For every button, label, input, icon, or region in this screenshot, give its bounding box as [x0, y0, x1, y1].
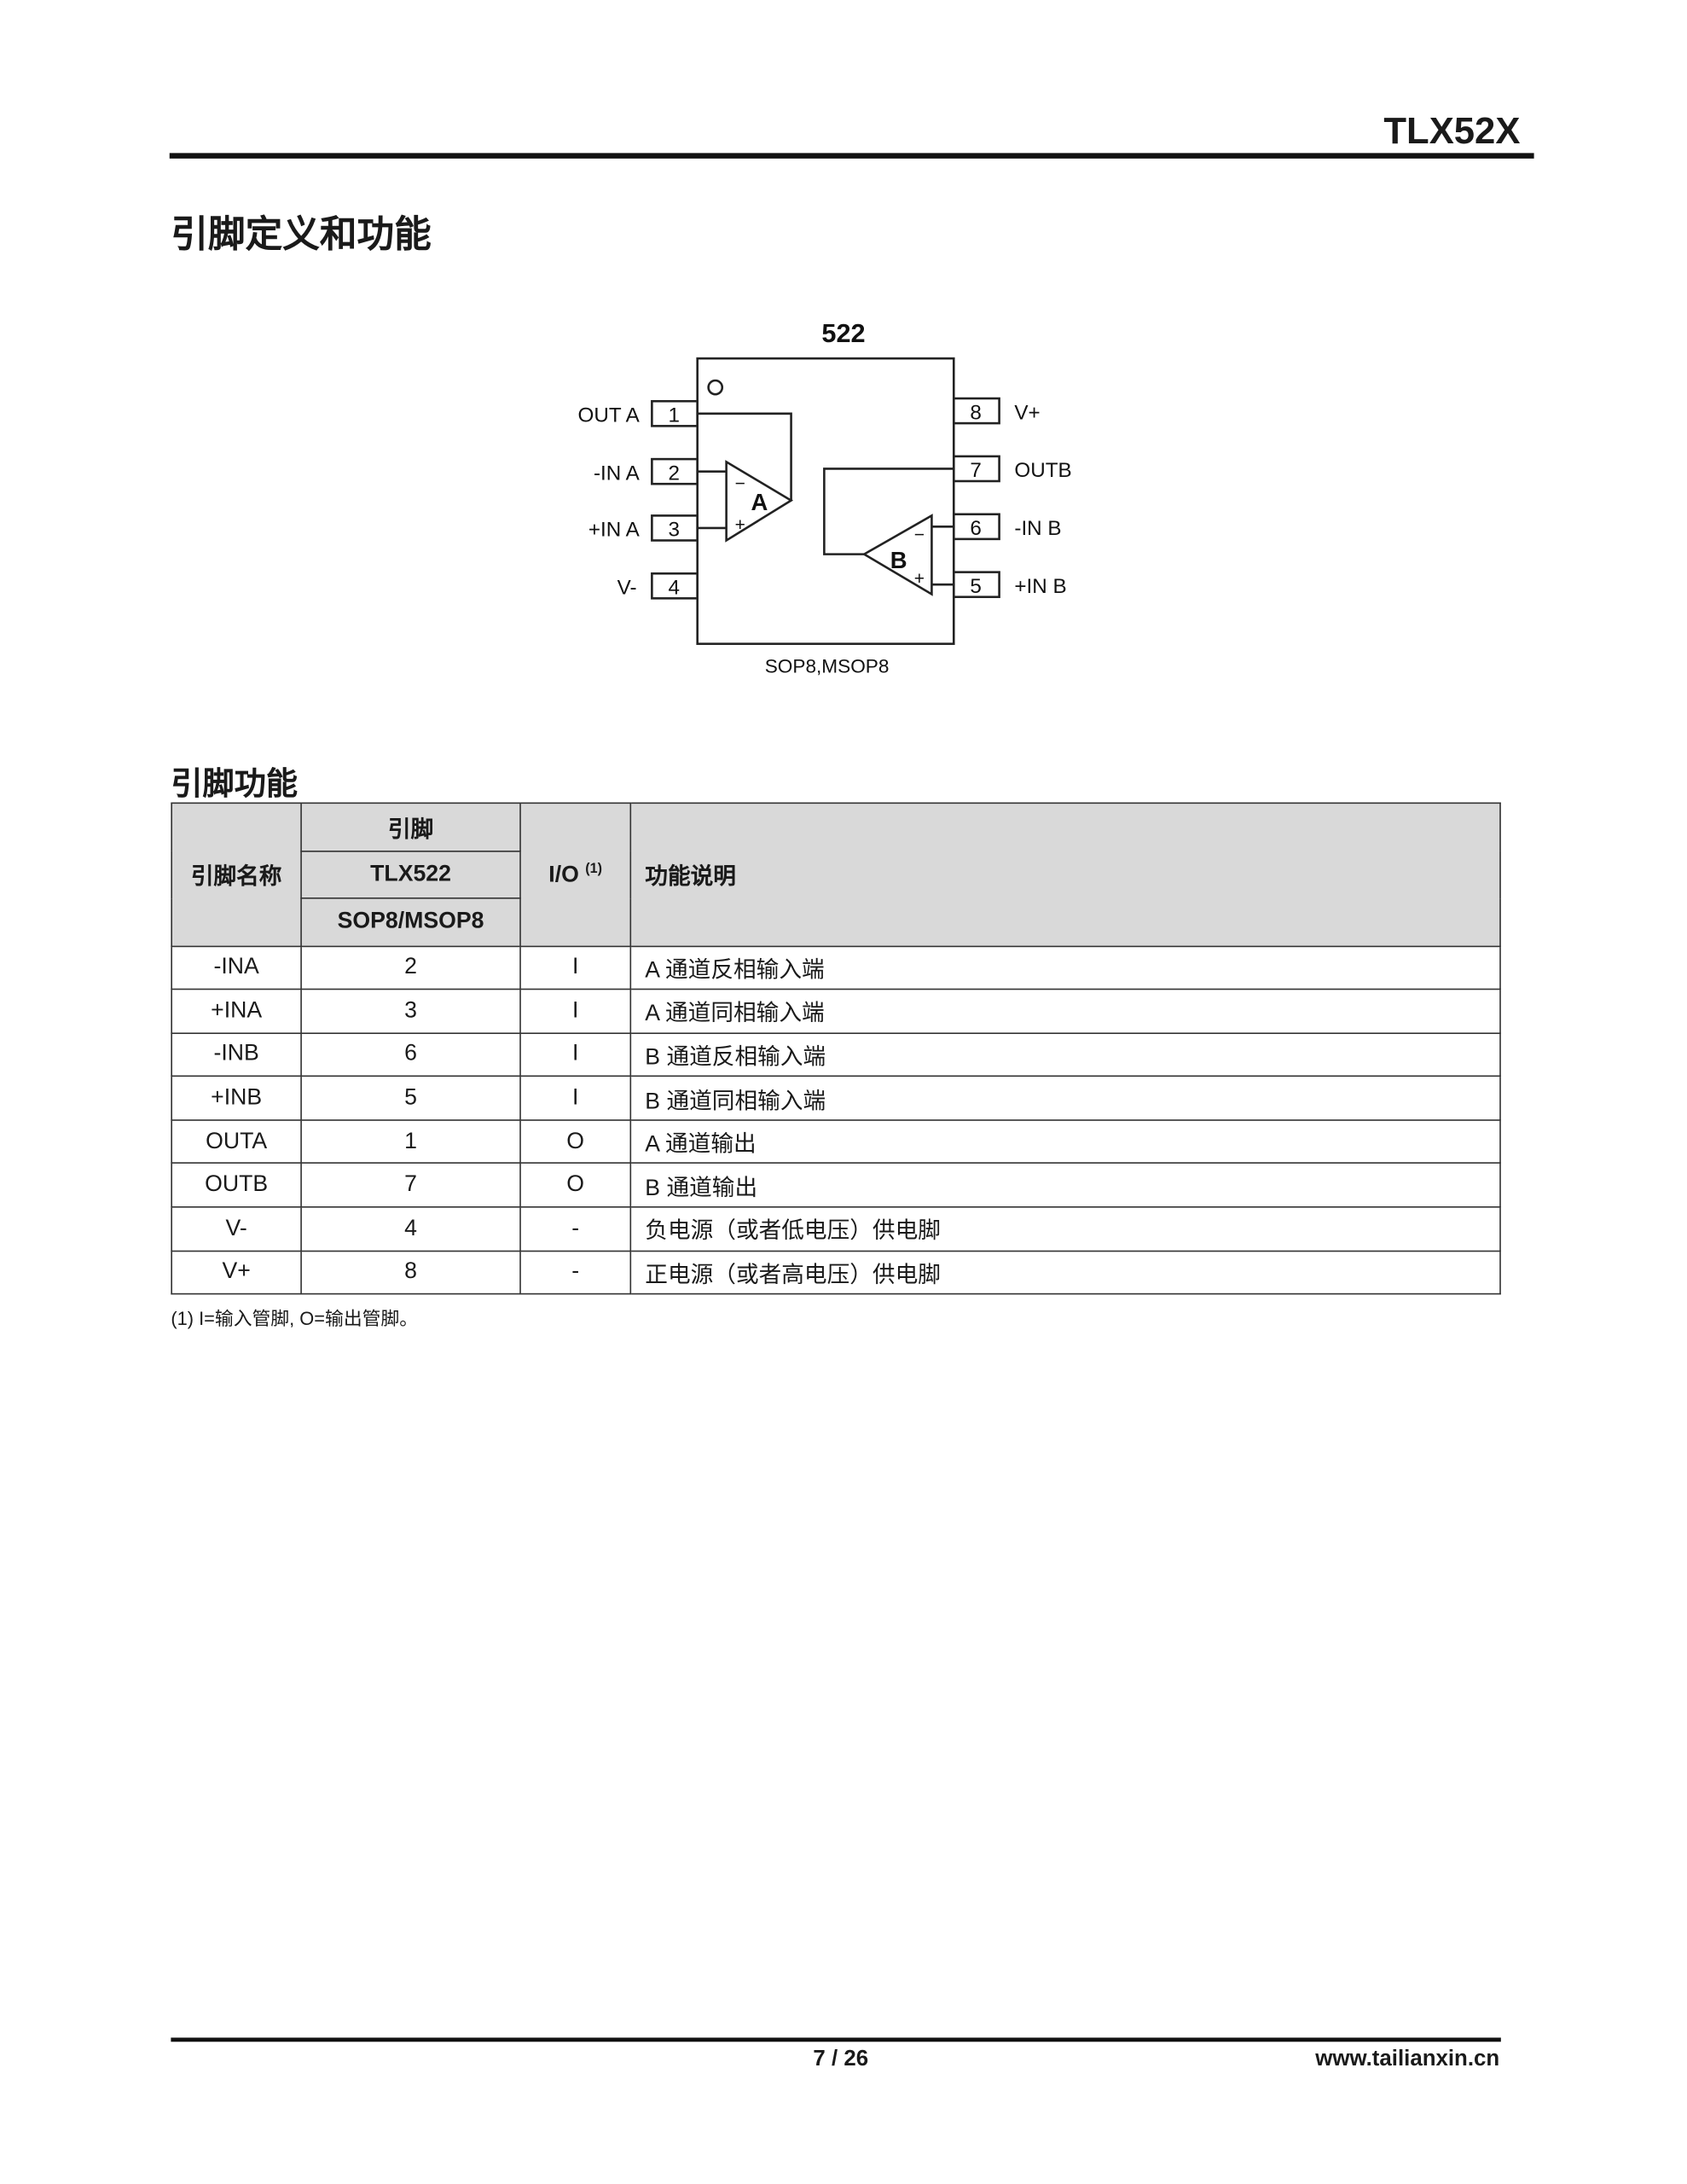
right-pins: 8 7 6 5 V+ OUTB -IN B +IN B	[952, 397, 1072, 599]
pin1-marker-icon	[707, 379, 724, 396]
io-cell: I	[519, 1031, 632, 1077]
description-cell: 正电源（或者高电压）供电脚	[629, 1250, 1501, 1295]
pin-label: OUTB	[1014, 459, 1071, 482]
section-title: 引脚定义和功能	[171, 213, 432, 255]
pin-name-cell: V+	[171, 1250, 302, 1295]
table-row: V-4-负电源（或者低电压）供电脚	[171, 1206, 1501, 1252]
plus-sign: +	[735, 515, 745, 535]
pin-functions-title: 引脚功能	[171, 764, 299, 801]
pin-functions-table: 引脚名称 引脚 I/O (1) 功能说明 TLX522 SOP8/MSOP8 -…	[171, 802, 1501, 1295]
io-label: I/O	[548, 862, 579, 887]
header-part: TLX522	[300, 850, 521, 899]
left-pins: 1 2 3 4 OUT A -IN A +IN A V-	[578, 399, 699, 600]
pin-name-cell: -INA	[171, 944, 302, 990]
part-label: 522	[821, 318, 865, 348]
io-cell: O	[519, 1163, 632, 1208]
opamp-b: B − +	[823, 468, 954, 596]
pin-label: OUT A	[578, 404, 641, 427]
plus-sign: +	[914, 569, 925, 589]
pin-name-cell: OUTB	[171, 1163, 302, 1208]
pin-label: -IN A	[594, 462, 641, 485]
header-description: 功能说明	[629, 802, 1501, 947]
package-label: SOP8,MSOP8	[765, 656, 890, 677]
pin-label: +IN B	[1014, 575, 1066, 598]
pin-number: 5	[970, 575, 981, 598]
header-io: I/O (1)	[519, 802, 632, 947]
pin-name-cell: +INA	[171, 988, 302, 1034]
pin-number: 3	[668, 519, 679, 542]
chip-body	[696, 357, 955, 645]
pin-number: 8	[970, 401, 981, 424]
pin-number-cell: 2	[300, 944, 521, 990]
minus-sign: −	[914, 525, 925, 544]
pin-number: 6	[970, 517, 981, 540]
header-pin: 引脚	[300, 802, 521, 851]
pin-number-cell: 7	[300, 1163, 521, 1208]
pin-number: 1	[668, 404, 679, 427]
document-title: TLX52X	[1383, 110, 1521, 152]
pin-number-cell: 6	[300, 1031, 521, 1077]
header-rule	[169, 153, 1534, 159]
pin-number-cell: 4	[300, 1206, 521, 1252]
opamp-a: A − +	[697, 412, 794, 543]
io-cell: I	[519, 988, 632, 1034]
pin-number-cell: 1	[300, 1119, 521, 1165]
pin-number: 2	[668, 462, 679, 485]
amp-a-label: A	[751, 489, 768, 515]
pin-name-cell: +INB	[171, 1075, 302, 1121]
description-cell: A 通道同相输入端	[629, 988, 1501, 1034]
pin-name-cell: -INB	[171, 1031, 302, 1077]
pin-number-cell: 5	[300, 1075, 521, 1121]
description-cell: A 通道输出	[629, 1119, 1501, 1165]
io-cell: O	[519, 1119, 632, 1165]
description-cell: B 通道输出	[629, 1163, 1501, 1208]
io-cell: I	[519, 944, 632, 990]
description-cell: A 通道反相输入端	[629, 944, 1501, 990]
pin-number: 4	[668, 576, 679, 599]
io-cell: -	[519, 1206, 632, 1252]
io-cell: I	[519, 1075, 632, 1121]
description-cell: 负电源（或者低电压）供电脚	[629, 1206, 1501, 1252]
pin-number: 7	[970, 459, 981, 482]
header-package: SOP8/MSOP8	[300, 897, 521, 947]
minus-sign: −	[735, 474, 745, 494]
description-cell: B 通道同相输入端	[629, 1075, 1501, 1121]
io-cell: -	[519, 1250, 632, 1295]
header-pin-name: 引脚名称	[171, 802, 302, 947]
pin-name-cell: V-	[171, 1206, 302, 1252]
io-footnote-ref: (1)	[585, 861, 603, 876]
amp-b-label: B	[890, 547, 907, 573]
pin-label: -IN B	[1014, 517, 1061, 540]
pin-label: V+	[1014, 401, 1040, 424]
pin-name-cell: OUTA	[171, 1119, 302, 1165]
table-footnote: (1) I=输入管脚, O=输出管脚。	[171, 1308, 419, 1329]
footer-rule	[171, 2037, 1501, 2042]
table-row: V+8-正电源（或者高电压）供电脚	[171, 1250, 1501, 1295]
pinout-diagram: 522 1 2 3 4 OUT A -IN A +IN A V- 8 7 6	[578, 318, 1072, 677]
pin-label: +IN A	[588, 519, 641, 542]
pin-label: V-	[617, 576, 637, 599]
website-link[interactable]: www.tailianxin.cn	[1315, 2047, 1500, 2071]
pin-number-cell: 8	[300, 1250, 521, 1295]
description-cell: B 通道反相输入端	[629, 1031, 1501, 1077]
pin-number-cell: 3	[300, 988, 521, 1034]
page-number: 7 / 26	[813, 2047, 869, 2071]
